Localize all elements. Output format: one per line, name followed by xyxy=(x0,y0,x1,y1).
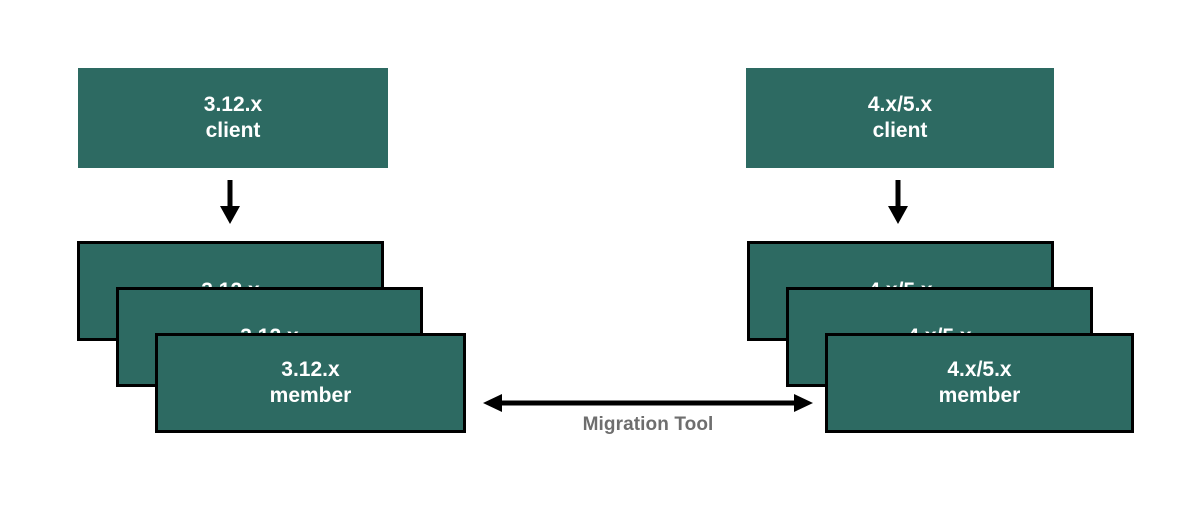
right-member-box-front: 4.x/5.x member xyxy=(825,333,1134,433)
right-member-front-role: member xyxy=(938,384,1021,407)
left-member-box-front: 3.12.x member xyxy=(155,333,466,433)
left-client-version: 3.12.x xyxy=(203,93,263,117)
arrow-down-icon xyxy=(888,180,908,224)
left-client-role: client xyxy=(205,119,261,142)
right-member-front-version: 4.x/5.x xyxy=(947,358,1012,382)
left-member-front-version: 3.12.x xyxy=(281,358,340,382)
right-client-version: 4.x/5.x xyxy=(867,93,933,117)
migration-tool-label: Migration Tool xyxy=(582,414,714,435)
arrow-down-icon xyxy=(220,180,240,224)
right-client-box: 4.x/5.x client xyxy=(746,68,1054,168)
double-headed-arrow-icon xyxy=(483,394,813,412)
left-client-box: 3.12.x client xyxy=(78,68,388,168)
left-member-front-role: member xyxy=(269,384,352,407)
right-client-role: client xyxy=(872,119,928,142)
